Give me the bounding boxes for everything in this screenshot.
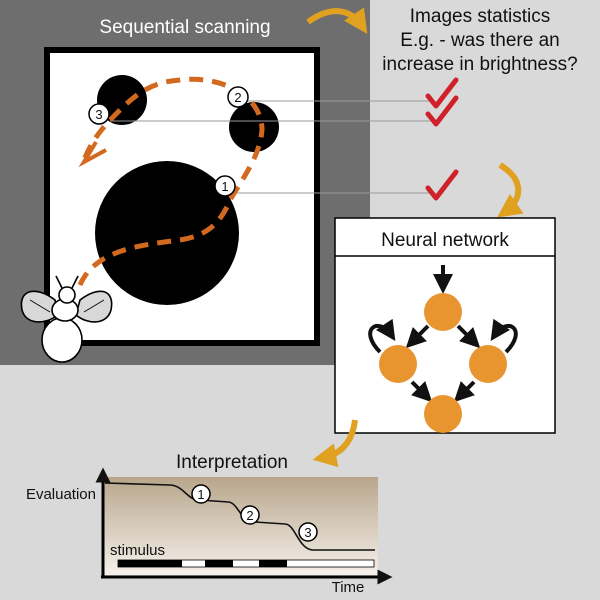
network-node-top — [424, 293, 462, 331]
stimulus-segment-1 — [118, 560, 182, 567]
statistics-line-3: increase in brightness? — [382, 54, 577, 75]
x-axis-label: Time — [332, 579, 365, 596]
scanning-title: Sequential scanning — [99, 17, 270, 38]
network-node-left — [379, 345, 417, 383]
scan-path-arrowhead — [78, 140, 107, 168]
svg-text:2: 2 — [234, 90, 241, 105]
statistics-line-2: E.g. - was there an — [400, 30, 559, 51]
scan-marker-1: 1 — [214, 175, 236, 197]
svg-text:3: 3 — [95, 107, 102, 122]
evaluation-plot-area — [103, 477, 378, 575]
check-icon-3 — [425, 169, 459, 201]
svg-text:1: 1 — [221, 179, 228, 194]
network-edge-top-right — [456, 324, 481, 349]
network-node-right — [469, 345, 507, 383]
curved-arrow-to-network — [497, 162, 524, 218]
network-edge-right-bottom — [453, 380, 476, 403]
curved-arrow-to-statistics — [306, 7, 368, 34]
network-edge-top-left — [405, 324, 430, 349]
y-axis-label: Evaluation — [26, 486, 96, 503]
network-node-bottom — [424, 395, 462, 433]
network-edge-left-bottom — [410, 380, 433, 403]
stimulus-segment-2 — [205, 560, 233, 567]
svg-text:1: 1 — [197, 487, 204, 502]
scan-marker-2: 2 — [227, 86, 249, 108]
svg-text:3: 3 — [304, 525, 311, 540]
evaluation-marker-3: 3 — [298, 522, 318, 542]
stimulus-segment-3 — [259, 560, 287, 567]
statistics-line-1: Images statistics — [410, 6, 550, 27]
stimulus-label: stimulus — [110, 542, 165, 559]
scan-marker-3: 3 — [88, 103, 110, 125]
check-icon-2 — [425, 95, 459, 127]
scan-path — [77, 76, 265, 287]
network-title: Neural network — [381, 230, 509, 251]
check-icon-1 — [425, 77, 459, 109]
network-self-loop-right — [490, 318, 518, 354]
evaluation-marker-1: 1 — [191, 484, 211, 504]
svg-text:2: 2 — [246, 508, 253, 523]
large-black-circle — [95, 161, 239, 305]
curved-arrow-to-interpretation — [312, 419, 358, 468]
evaluation-marker-2: 2 — [240, 505, 260, 525]
small-black-circle-right — [229, 102, 279, 152]
interpretation-title: Interpretation — [176, 452, 288, 473]
network-self-loop-left — [368, 318, 396, 354]
evaluation-curve — [104, 482, 375, 551]
fly-icon — [20, 275, 113, 363]
